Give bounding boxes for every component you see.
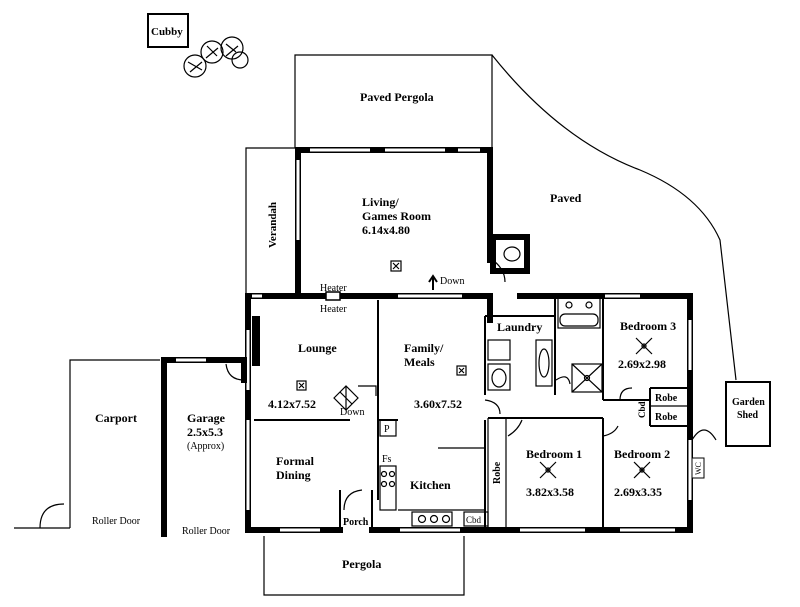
carport-outline bbox=[69, 359, 160, 528]
gate-arc bbox=[691, 429, 717, 441]
heater-label-bottom: Heater bbox=[320, 304, 347, 315]
bedroom-2-label: Bedroom 2 bbox=[614, 447, 670, 461]
verandah-outline bbox=[245, 147, 298, 296]
lounge-label: Lounge bbox=[298, 341, 337, 355]
living-room-size: 6.14x4.80 bbox=[362, 223, 410, 237]
laundry-label: Laundry bbox=[497, 320, 542, 334]
roller-door-label-carport: Roller Door bbox=[92, 516, 141, 527]
ceiling-fan-icon-b3 bbox=[635, 337, 653, 355]
formal-dining-label-2: Dining bbox=[276, 468, 311, 482]
fireplace-icon bbox=[490, 234, 530, 274]
bedroom-1-size: 3.82x3.58 bbox=[526, 485, 574, 499]
pantry-label: P bbox=[384, 424, 390, 435]
garage-approx: (Approx) bbox=[187, 441, 224, 452]
bedroom-1-label: Bedroom 1 bbox=[526, 447, 582, 461]
wc-label: WC bbox=[694, 462, 703, 475]
cupboard-label-bedroom: Cbd bbox=[637, 401, 647, 418]
garden-shed-outline bbox=[725, 381, 771, 447]
pergola-label: Pergola bbox=[342, 557, 381, 571]
paved-area-outline bbox=[491, 54, 737, 381]
paved-label: Paved bbox=[550, 191, 582, 205]
down-label-living: Down bbox=[440, 276, 464, 287]
bedroom-1-walls bbox=[487, 417, 619, 530]
porch-walls bbox=[339, 489, 373, 530]
robe-label-left: Robe bbox=[492, 461, 503, 484]
paved-pergola-outline bbox=[294, 54, 493, 148]
paved-pergola-label: Paved Pergola bbox=[360, 90, 434, 104]
lounge-size: 4.12x7.52 bbox=[268, 397, 316, 411]
kitchen-label: Kitchen bbox=[410, 478, 451, 492]
bedroom-2-size: 2.69x3.35 bbox=[614, 485, 662, 499]
family-meals-size: 3.60x7.52 bbox=[414, 397, 462, 411]
lounge-walls bbox=[252, 300, 379, 500]
bedroom-3-size: 2.69x2.98 bbox=[618, 357, 666, 371]
bedroom-3-label: Bedroom 3 bbox=[620, 319, 676, 333]
robe-label-b3: Robe bbox=[655, 393, 678, 404]
bathroom-fixtures bbox=[554, 296, 604, 400]
house-outer-walls bbox=[245, 293, 693, 533]
kitchen-walls bbox=[378, 419, 489, 530]
bedroom-3-walls bbox=[603, 387, 690, 427]
ceiling-fan-icon-b2 bbox=[633, 461, 651, 479]
down-label-lounge: Down bbox=[340, 407, 364, 418]
pergola-outline bbox=[263, 536, 465, 596]
garden-shed-label-2: Shed bbox=[737, 410, 759, 421]
heater-icon bbox=[325, 291, 341, 301]
tree-icon bbox=[183, 36, 249, 78]
fridge-space-label: Fs bbox=[382, 454, 392, 465]
formal-dining-label: Formal bbox=[276, 454, 315, 468]
laundry-walls bbox=[484, 315, 555, 415]
family-meals-label: Family/ bbox=[404, 341, 444, 355]
robe-label-b2: Robe bbox=[655, 412, 678, 423]
carport-label: Carport bbox=[95, 411, 137, 425]
cubby-label: Cubby bbox=[151, 26, 183, 38]
down-arrow-icon bbox=[428, 274, 438, 290]
garage-label: Garage bbox=[187, 411, 226, 425]
verandah-label: Verandah bbox=[267, 202, 279, 248]
garage-walls bbox=[161, 357, 247, 537]
living-room-label: Living/ bbox=[362, 195, 399, 209]
stair-icon bbox=[333, 385, 359, 411]
family-meals-label-2: Meals bbox=[404, 355, 435, 369]
ceiling-fan-icon-b1 bbox=[539, 461, 557, 479]
cupboard-label-kitchen: Cbd bbox=[466, 515, 482, 525]
garage-size: 2.5x5.3 bbox=[187, 425, 223, 439]
garden-shed-label: Garden bbox=[732, 397, 765, 408]
wc-tag bbox=[691, 457, 705, 479]
ceiling-fan-icon bbox=[390, 260, 402, 272]
cubby-outline bbox=[147, 13, 189, 48]
heater-label-top: Heater bbox=[320, 283, 347, 294]
ceiling-fan-icon-family bbox=[456, 365, 467, 376]
porch-label: Porch bbox=[343, 517, 369, 528]
ceiling-fan-icon-lounge bbox=[296, 380, 307, 391]
living-room-walls bbox=[295, 147, 493, 299]
roller-door-label-garage: Roller Door bbox=[182, 526, 231, 537]
living-room-label-2: Games Room bbox=[362, 209, 431, 223]
